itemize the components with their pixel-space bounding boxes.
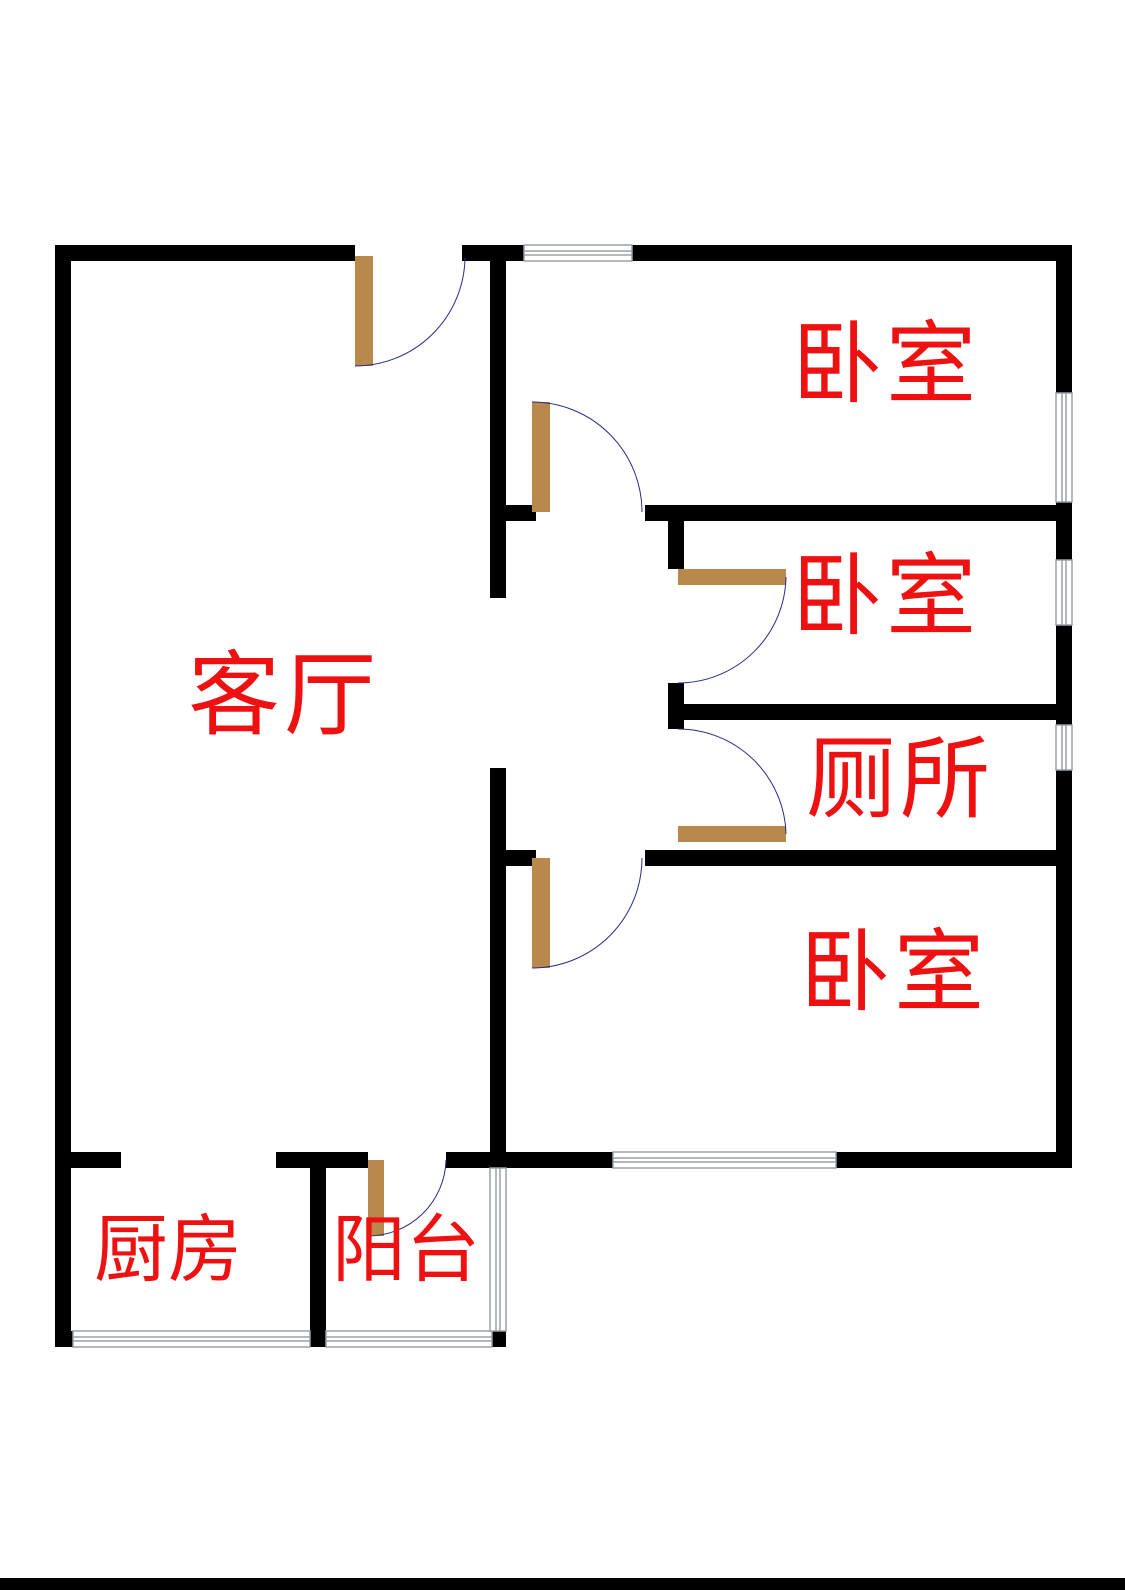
wall-stub-1 <box>506 505 536 521</box>
window-bed1-right <box>1055 392 1073 503</box>
toilet-door <box>677 728 787 842</box>
wall-bed2-left-bottom <box>668 683 684 729</box>
wall-left <box>55 245 71 1150</box>
wall-bottom-mid <box>446 1152 613 1168</box>
wall-right-4 <box>1056 770 1072 1168</box>
bedroom1-door <box>531 401 643 513</box>
balcony-label: 阳台 <box>332 1207 480 1293</box>
balcony-door <box>367 1159 447 1237</box>
wall-bed2-left-top <box>668 521 684 569</box>
wall-top-right <box>632 245 1072 261</box>
window-balcony-right <box>489 1167 507 1332</box>
bedroom-1-label: 卧室 <box>792 312 980 417</box>
bedroom2-door <box>677 569 787 684</box>
wall-bed1-bottom <box>645 505 1072 521</box>
bedroom3-door <box>531 857 643 969</box>
wall-kitchen-bottom-corner <box>55 1331 73 1347</box>
window-kitchen-bottom <box>72 1330 311 1348</box>
bottom-border <box>0 1578 1125 1590</box>
window-balcony-bottom <box>325 1330 493 1348</box>
wall-left-lower <box>55 1150 71 1347</box>
walls <box>55 245 1072 1347</box>
wall-top-mid <box>462 245 524 261</box>
wall-toilet-bottom <box>645 850 1072 866</box>
bedroom-3-label: 卧室 <box>800 920 988 1025</box>
wall-central-upper <box>490 261 506 598</box>
wall-bottom-left-stub <box>55 1152 121 1168</box>
wall-balcony-corner <box>492 1331 506 1347</box>
wall-central-lower <box>490 768 506 1168</box>
wall-right-1 <box>1056 245 1072 393</box>
window-bed3-bottom <box>612 1151 837 1169</box>
toilet-label: 厕所 <box>806 727 994 832</box>
windows <box>72 244 1073 1348</box>
wall-kitchen-balcony <box>310 1152 326 1347</box>
wall-bottom-right <box>836 1152 1072 1168</box>
wall-stub-2 <box>506 850 536 866</box>
window-toilet-right <box>1055 724 1073 771</box>
bedroom-2-label: 卧室 <box>792 544 980 649</box>
window-top <box>523 244 633 262</box>
wall-top-left <box>55 245 355 261</box>
doors <box>354 256 787 1237</box>
entry-door <box>354 256 466 367</box>
living-room-label: 客厅 <box>188 642 381 749</box>
wall-bed2-bottom <box>684 704 1072 720</box>
wall-right-3 <box>1056 625 1072 725</box>
kitchen-label: 厨房 <box>94 1207 242 1293</box>
window-bed2-right <box>1055 559 1073 626</box>
